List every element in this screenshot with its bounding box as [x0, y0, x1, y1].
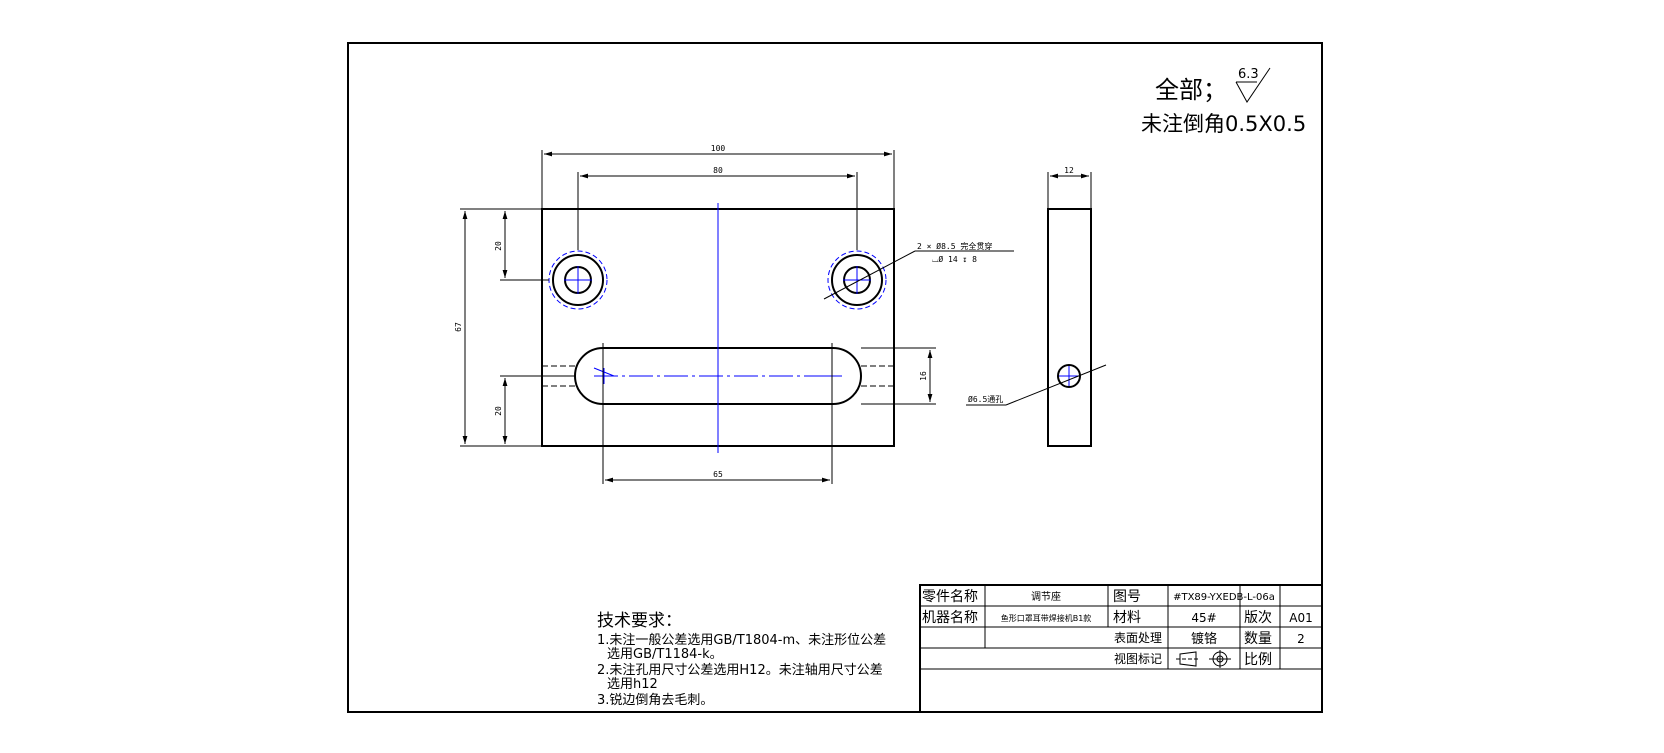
- view-label: 视图标记: [1114, 651, 1162, 666]
- dim-bottom-offset: 20: [494, 406, 503, 416]
- dim-hole-spacing: 80: [713, 166, 723, 175]
- tech-req-line-2: 选用GB/T1184-k。: [607, 647, 723, 662]
- counterbore-callout-line1: 2 × Ø8.5 完全贯穿: [917, 241, 992, 251]
- dim-overall-width: 100: [711, 144, 726, 153]
- dim-slot-length: 65: [713, 470, 723, 479]
- counterbore-hole-right: [827, 250, 887, 310]
- drawing-no-value: #TX89-YXEDB-L-06a: [1173, 592, 1275, 603]
- front-view: 100 80 67 20 20 65 16 2 × Ø8.5 完全贯穿 ⌴Ø 1…: [454, 144, 1014, 484]
- tech-req-line-1: 1.未注一般公差选用GB/T1804-m、未注形位公差: [597, 632, 886, 648]
- dim-slot-width: 16: [919, 371, 928, 381]
- technical-requirements: 技术要求： 1.未注一般公差选用GB/T1804-m、未注形位公差 选用GB/T…: [597, 611, 886, 708]
- side-outline: [1047, 208, 1092, 447]
- machine-name-value: 鱼形口罩耳带焊接机B1款: [1001, 613, 1092, 623]
- dim-overall-height: 67: [454, 322, 463, 332]
- title-block: 零件名称 调节座 图号 #TX89-YXEDB-L-06a 机器名称 鱼形口罩耳…: [919, 584, 1323, 713]
- sheet-border: [347, 42, 1323, 713]
- side-view: 12 Ø6.5通孔: [966, 166, 1107, 447]
- revision-value: A01: [1289, 611, 1312, 625]
- surface-label: 表面处理: [1114, 631, 1162, 645]
- counterbore-callout-line2: ⌴Ø 14 ↧ 8: [932, 254, 977, 264]
- dim-thickness: 12: [1064, 166, 1074, 175]
- tech-req-line-5: 3.锐边倒角去毛刺。: [597, 693, 713, 708]
- revision-label: 版次: [1244, 610, 1272, 626]
- material-value: 45#: [1191, 611, 1216, 625]
- machine-name-label: 机器名称: [922, 610, 978, 626]
- part-name-value: 调节座: [1031, 590, 1061, 603]
- dim-top-offset: 20: [494, 241, 503, 251]
- projection-symbol-icon: [1176, 650, 1231, 668]
- material-label: 材料: [1113, 610, 1141, 626]
- roughness-symbol-icon: [1235, 67, 1271, 103]
- drawing-no-label: 图号: [1113, 589, 1141, 605]
- tech-req-title: 技术要求：: [597, 611, 682, 631]
- roughness-value: 6.3: [1238, 67, 1259, 82]
- chamfer-note: 未注倒角0.5X0.5: [1141, 112, 1306, 136]
- roughness-label: 全部；: [1155, 76, 1227, 104]
- roughness-note: 全部； 6.3: [1155, 67, 1271, 104]
- surface-value: 镀铬: [1191, 631, 1217, 647]
- counterbore-hole-left: [548, 250, 608, 310]
- quantity-label: 数量: [1244, 631, 1272, 647]
- tech-req-line-4: 选用h12: [607, 677, 658, 692]
- side-hole-callout: Ø6.5通孔: [968, 394, 1003, 404]
- tech-req-line-3: 2.未注孔用尺寸公差选用H12。未注轴用尺寸公差: [597, 663, 883, 678]
- side-hole: [1057, 364, 1081, 388]
- quantity-value: 2: [1297, 632, 1305, 646]
- scale-label: 比例: [1244, 652, 1272, 668]
- part-name-label: 零件名称: [922, 589, 978, 605]
